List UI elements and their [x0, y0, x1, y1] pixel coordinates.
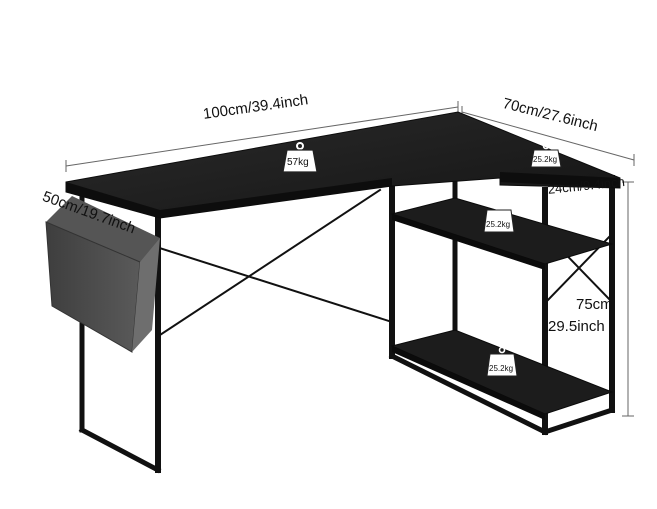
- height-inch-label: 29.5inch: [548, 318, 605, 335]
- dimension-lines: [65, 101, 635, 417]
- weight-icon: [486, 346, 518, 377]
- weight-icon: [530, 142, 562, 168]
- upper-shelf-weight-label: 25.2kg: [486, 220, 511, 229]
- height-cm-label: 75cm: [576, 296, 613, 313]
- weight-icon: [483, 202, 515, 233]
- desktop: [65, 111, 621, 219]
- storage-bag: [45, 196, 160, 353]
- lower-shelf-weight-label: 25.2kg: [489, 364, 514, 373]
- weight-icon: [282, 142, 318, 173]
- width-dimension-line: [65, 106, 459, 167]
- return-top-weight-label: 25.2kg: [533, 155, 558, 164]
- desktop-weight-label: 57kg: [287, 157, 309, 168]
- upper-shelf: [390, 197, 614, 270]
- depth-dimension-line: [461, 111, 635, 161]
